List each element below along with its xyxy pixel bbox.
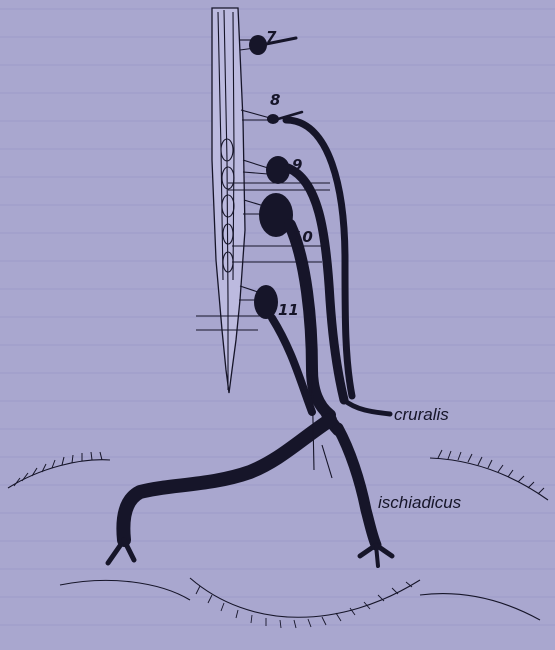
nerves	[108, 38, 392, 566]
spinal-cord	[212, 8, 245, 393]
label-ischiadicus: ischiadicus	[378, 493, 462, 512]
ganglion-11	[254, 285, 278, 319]
label-cruralis: cruralis	[394, 405, 449, 424]
label-ganglion-10: 10	[292, 228, 313, 246]
body-outline	[8, 450, 548, 628]
ganglion-7	[249, 35, 267, 55]
label-ganglion-8: 8	[270, 91, 280, 109]
label-ganglion-7: 7	[266, 28, 277, 46]
label-ganglion-9: 9	[292, 156, 302, 174]
nerve-labels: cruralis ischiadicus	[378, 405, 462, 512]
label-ganglion-11: 11	[278, 301, 299, 319]
